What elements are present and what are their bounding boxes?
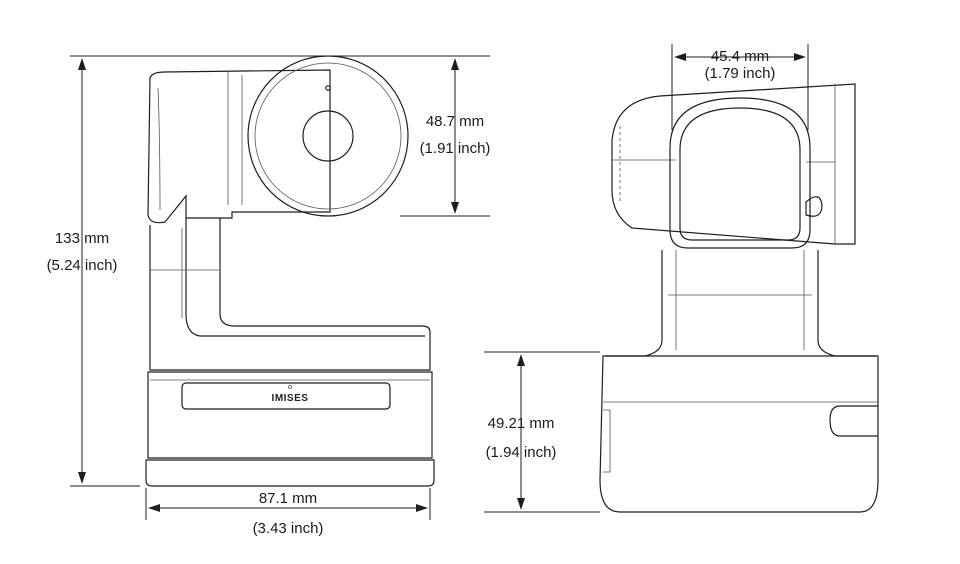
lens <box>302 110 354 162</box>
lens-inch-label: (1.91 inch) <box>420 140 491 157</box>
side-port <box>829 405 878 437</box>
height-mm-label: 133 mm <box>55 230 109 247</box>
mic-dot <box>325 85 331 91</box>
head-outer <box>669 97 811 249</box>
base-foot <box>145 459 435 487</box>
brand-plate <box>181 382 391 410</box>
lens-mm-label: 48.7 mm <box>426 113 484 130</box>
width-inch-label: (3.43 inch) <box>253 520 324 537</box>
side-base-body <box>599 355 879 513</box>
width-mm-label: 87.1 mm <box>259 490 317 507</box>
base-height-dimension: 49.21 mm (1.94 inch) <box>484 351 600 513</box>
base-body <box>147 371 433 459</box>
base-height-mm-label: 49.21 mm <box>488 415 555 432</box>
height-dimension: 133 mm (5.24 inch) <box>47 55 490 487</box>
base-height-inch-label: (1.94 inch) <box>486 444 557 461</box>
lens-ring <box>247 55 409 217</box>
front-view: IMISES <box>145 55 435 487</box>
lens-dimension: 48.7 mm (1.91 inch) <box>400 58 491 217</box>
brand-logo: IMISES <box>272 393 309 404</box>
width-dimension: 87.1 mm (3.43 inch) <box>145 488 431 537</box>
side-view <box>599 83 879 513</box>
height-inch-label: (5.24 inch) <box>47 257 118 274</box>
head-depth-dimension: 45.4 mm (1.79 inch) <box>671 44 809 130</box>
head-depth-inch-label: (1.79 inch) <box>705 65 776 82</box>
head-depth-mm-label: 45.4 mm <box>711 48 769 65</box>
side-knob <box>805 196 823 217</box>
